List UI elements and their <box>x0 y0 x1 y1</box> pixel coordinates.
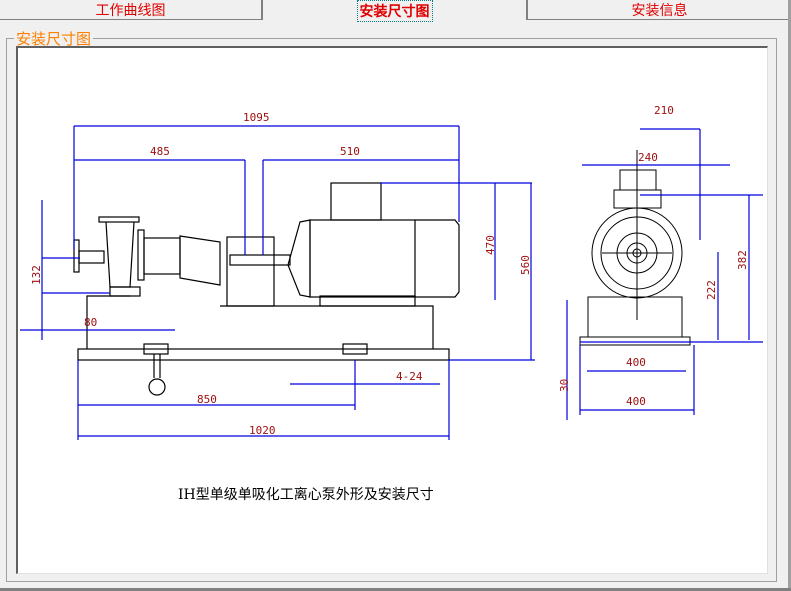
tab-work-curve[interactable]: 工作曲线图 <box>0 0 263 20</box>
drawing-canvas <box>16 46 768 574</box>
tab-bar: 工作曲线图 安装尺寸图 安装信息 <box>0 0 791 22</box>
dim-base-inner-width: 400 <box>626 356 646 369</box>
tab-install-dimensions[interactable]: 安装尺寸图 <box>263 0 526 22</box>
tab-install-info[interactable]: 安装信息 <box>526 0 791 20</box>
dim-offset: 80 <box>84 316 97 329</box>
side-view-outline <box>73 182 460 396</box>
dim-pump-length: 485 <box>150 145 170 158</box>
group-box <box>6 38 777 582</box>
dim-base-outer-width: 400 <box>626 395 646 408</box>
dim-motor-length: 510 <box>340 145 360 158</box>
dim-outlet-height: 382 <box>736 250 749 270</box>
group-box-title: 安装尺寸图 <box>14 28 94 49</box>
tab-label: 安装尺寸图 <box>356 0 433 22</box>
front-view-outline <box>579 150 691 346</box>
window-border-bottom <box>0 588 791 591</box>
drawing-caption: IH型单级单吸化工离心泵外形及安装尺寸 <box>178 487 434 503</box>
tab-label: 安装信息 <box>631 2 688 19</box>
dim-width-terminal: 240 <box>638 151 658 164</box>
dim-bolt-holes: 4-24 <box>396 370 423 383</box>
dim-base-length: 1020 <box>249 424 276 437</box>
dim-total-height: 560 <box>519 255 532 275</box>
tab-label: 工作曲线图 <box>95 2 166 19</box>
dim-base-thickness: 30 <box>558 379 571 392</box>
dimension-lines <box>20 125 763 440</box>
dim-width-top: 210 <box>654 104 674 117</box>
window-border-right <box>788 0 791 591</box>
dim-bolt-spacing: 850 <box>197 393 217 406</box>
dim-overall-length: 1095 <box>243 111 270 124</box>
dimension-labels: 1095 485 510 470 560 132 80 4-24 850 102… <box>30 104 749 437</box>
dim-inlet-height: 132 <box>30 265 43 285</box>
dim-shaft-height: 222 <box>705 280 718 300</box>
dim-motor-height: 470 <box>484 235 497 255</box>
